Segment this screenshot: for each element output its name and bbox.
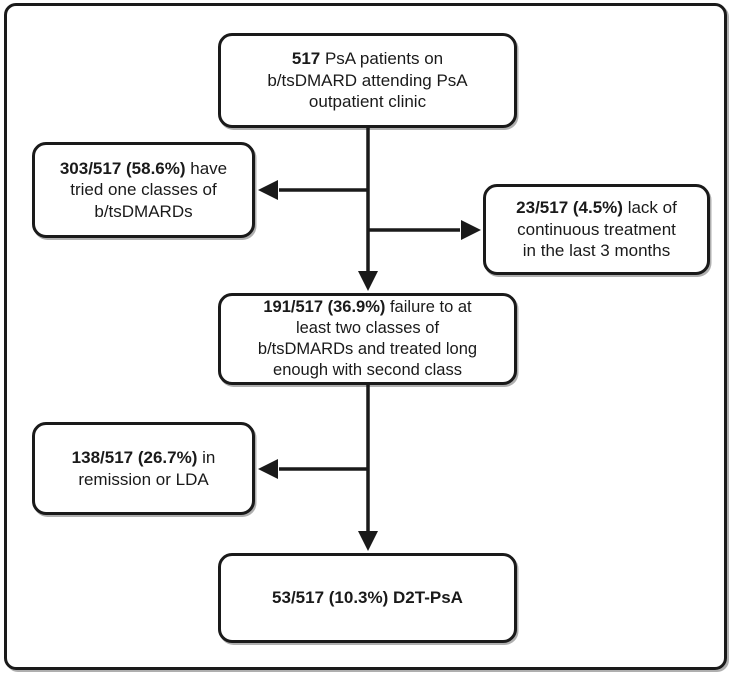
- node-text-line: b/tsDMARD attending PsA: [267, 70, 468, 90]
- node-text-line: 23/517 (4.5%) lack of: [516, 198, 677, 218]
- node-text-line: outpatient clinic: [308, 92, 427, 112]
- node-text-line: b/tsDMARDs and treated long: [257, 340, 478, 358]
- node-text-line: tried one classes of: [70, 180, 217, 200]
- node-text-line: 53/517 (10.3%) D2T-PsA: [272, 588, 463, 608]
- node-text-line: in the last 3 months: [522, 241, 671, 261]
- node-text-line: enough with second class: [273, 361, 462, 379]
- diagram-border-frame: [4, 3, 727, 670]
- node-text-line: 303/517 (58.6%) have: [59, 158, 228, 178]
- node-text-line: 191/517 (36.9%) failure to at: [263, 298, 472, 316]
- node-text-line: least two classes of: [295, 319, 440, 337]
- node-text-line: b/tsDMARDs: [94, 201, 193, 221]
- node-text-line: continuous treatment: [517, 219, 676, 239]
- node-remission-lda: 138/517 (26.7%) in remission or LDA: [32, 422, 255, 515]
- node-psa-patients: 517 PsA patients on b/tsDMARD attending …: [218, 33, 517, 128]
- node-lack-continuous-treatment: 23/517 (4.5%) lack of continuous treatme…: [483, 184, 710, 275]
- node-failure-two-classes: 191/517 (36.9%) failure to at least two …: [218, 293, 517, 385]
- node-d2t-psa: 53/517 (10.3%) D2T-PsA: [218, 553, 517, 643]
- node-tried-one-class: 303/517 (58.6%) have tried one classes o…: [32, 142, 255, 238]
- node-text-line: 517 PsA patients on: [291, 49, 444, 69]
- node-text-line: 138/517 (26.7%) in: [71, 448, 216, 467]
- node-text-line: remission or LDA: [78, 469, 209, 489]
